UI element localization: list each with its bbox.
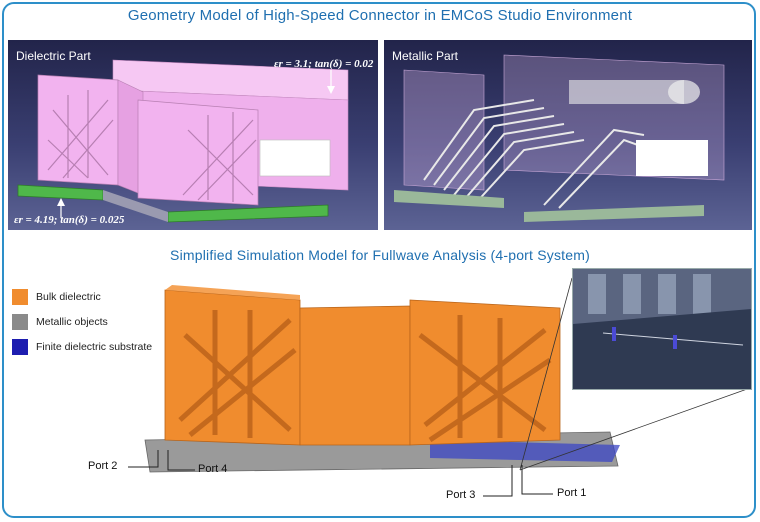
inset-port-a (612, 327, 616, 341)
inset-leader-1 (519, 277, 573, 471)
metallic-slot (636, 140, 708, 176)
annotation-top: εr = 3.1; tan(δ) = 0.02 (274, 58, 374, 70)
zoom-inset (572, 268, 752, 390)
port-1-label: Port 1 (557, 487, 587, 499)
lattice-cutouts-right (418, 315, 552, 443)
port3-leader (483, 465, 513, 497)
legend-label: Finite dielectric substrate (36, 341, 153, 353)
inset-leader-2 (519, 387, 751, 471)
bulk-middle-block (299, 305, 411, 446)
top-title: Geometry Model of High-Speed Connector i… (127, 7, 633, 24)
metallic-substrate-left (394, 190, 504, 208)
port-2-label: Port 2 (88, 460, 118, 472)
inset-port-b (673, 335, 677, 349)
legend-swatch-bulk (12, 289, 28, 305)
slot-white (259, 139, 331, 177)
dielectric-panel: Dielectric Part εr = 3.1; tan(δ) = 0.02 … (8, 40, 378, 230)
dielectric-render (17, 59, 349, 223)
arrow-bottom-head (57, 198, 65, 206)
inset-floor (573, 309, 751, 389)
inset-pins (588, 274, 711, 314)
dielectric-housing-mid (137, 99, 259, 206)
port4-leader (167, 450, 195, 471)
annotation-bottom: εr = 4.19; tan(δ) = 0.025 (14, 214, 125, 226)
legend-item-substrate: Finite dielectric substrate (12, 335, 152, 359)
bulk-housing-left-top (165, 285, 300, 300)
legend-item-bulk: Bulk dielectric (12, 285, 152, 309)
substrate-middle (103, 190, 168, 222)
legend-label: Bulk dielectric (36, 291, 101, 303)
legend-label: Metallic objects (36, 316, 108, 328)
middle-title: Simplified Simulation Model for Fullwave… (170, 247, 590, 263)
legend-swatch-metal (12, 314, 28, 330)
metallic-panel: Metallic Part (384, 40, 752, 230)
lattice-left (47, 90, 114, 179)
legend-item-metal: Metallic objects (12, 310, 152, 334)
inset-render (573, 269, 751, 389)
port-4-label: Port 4 (198, 463, 228, 475)
arrow-top-head (327, 86, 335, 94)
metallic-label: Metallic Part (392, 49, 459, 63)
legend: Bulk dielectric Metallic objects Finite … (12, 285, 152, 360)
port1-leader (521, 465, 553, 495)
port2-leader (128, 450, 159, 468)
cylinder-body (569, 80, 684, 104)
metallic-substrate-right (524, 205, 704, 222)
lattice-cutouts-left (178, 310, 297, 438)
port-3-label: Port 3 (446, 489, 476, 501)
lattice-mid (182, 112, 257, 202)
dielectric-label: Dielectric Part (16, 49, 91, 63)
ghost-housing-left (403, 69, 485, 191)
metallic-render (394, 54, 725, 222)
legend-swatch-substrate (12, 339, 28, 355)
